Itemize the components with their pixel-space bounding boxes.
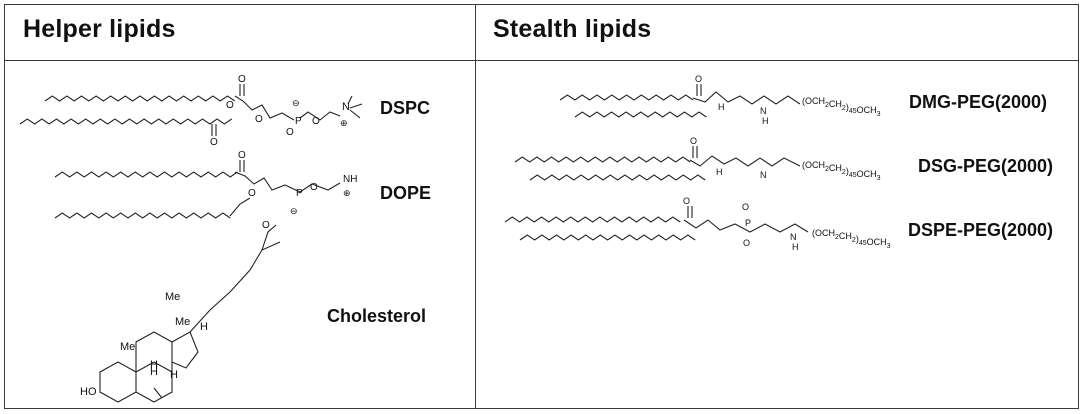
cholesterol-ring-d xyxy=(171,331,199,369)
atom-label: H xyxy=(762,116,769,126)
dmg-linker xyxy=(692,91,801,105)
dspe-chain-2 xyxy=(519,234,696,241)
atom-label: P xyxy=(745,218,751,228)
dope-headgroup xyxy=(234,171,341,193)
atom-label: H xyxy=(200,321,208,333)
atom-label: N xyxy=(760,170,767,180)
cholesterol-double-bond xyxy=(153,387,163,399)
cholesterol-ring-b xyxy=(135,361,173,403)
cholesterol-ring-a xyxy=(99,361,137,403)
atom-label: O xyxy=(742,202,749,212)
dspe-linker xyxy=(683,219,809,233)
dsg-linker xyxy=(689,155,801,167)
atom-label: H xyxy=(718,102,725,112)
atom-label: H xyxy=(150,366,158,378)
dsg-carbonyl-1 xyxy=(692,146,698,158)
atom-label: O xyxy=(312,116,320,127)
atom-label: N xyxy=(760,106,767,116)
dspc-methyls xyxy=(347,95,363,119)
dmg-peg-label: DMG-PEG(2000) xyxy=(909,92,1048,112)
atom-label: HO xyxy=(80,386,97,398)
helper-lipids-header: Helper lipids xyxy=(23,15,176,43)
atom-label: ⊖ xyxy=(290,206,298,216)
stealth-lipids-header: Stealth lipids xyxy=(493,15,652,43)
cholesterol-label: Cholesterol xyxy=(327,306,427,326)
dope-label: DOPE xyxy=(380,183,432,203)
dspc-chain-2 xyxy=(19,118,233,125)
atom-label: O xyxy=(695,74,702,84)
atom-label: Me xyxy=(120,341,135,353)
atom-label: Me xyxy=(165,291,180,303)
header-divider xyxy=(5,60,1078,61)
dspe-carbonyl-1 xyxy=(687,206,693,218)
atom-label: H xyxy=(150,359,158,371)
cholesterol-ring-c xyxy=(135,331,173,372)
atom-label: O xyxy=(210,137,218,148)
dspe-chain-1 xyxy=(504,216,681,223)
atom-label: O xyxy=(238,74,246,85)
dsg-peg-label: DSG-PEG(2000) xyxy=(918,156,1054,176)
dsg-chain-2 xyxy=(529,174,706,181)
atom-label: O xyxy=(683,196,690,206)
atom-label: NH xyxy=(343,174,357,185)
atom-label: H xyxy=(716,167,723,177)
atom-label: O xyxy=(255,114,263,125)
atom-label: Me xyxy=(175,316,190,328)
dspc-label: DSPC xyxy=(380,98,431,118)
atom-label: H xyxy=(792,242,799,252)
column-divider xyxy=(475,5,476,408)
atom-label: O xyxy=(286,127,294,138)
atom-label: ⊕ xyxy=(343,188,351,198)
dsg-chain-1 xyxy=(514,156,691,163)
peg-tail-formula: (OCH2CH2)45OCH3 xyxy=(802,160,881,182)
atom-label: O xyxy=(226,100,234,111)
dope-carbonyl-1 xyxy=(239,160,245,172)
peg-tail-formula: (OCH2CH2)45OCH3 xyxy=(802,96,881,118)
lipid-table: Helper lipids Stealth lipids xyxy=(4,4,1079,409)
atom-label: ⊖ xyxy=(292,98,300,108)
dmg-carbonyl-1 xyxy=(696,84,702,96)
atom-label: N xyxy=(790,232,797,242)
dope-ester-2 xyxy=(229,197,251,217)
dope-chain-1 xyxy=(54,171,238,178)
atom-label: ⊕ xyxy=(340,118,348,128)
atom-label: H xyxy=(170,369,178,381)
dspc-chain-1 xyxy=(44,95,236,102)
atom-label: O xyxy=(310,182,318,193)
atom-label: O xyxy=(248,188,256,199)
dspc-headgroup xyxy=(234,95,341,121)
dspc-carbonyl-2 xyxy=(211,124,217,136)
dmg-chain-2 xyxy=(574,111,707,118)
dope-chain-2 xyxy=(54,212,231,219)
peg-tail-formula: (OCH2CH2)45OCH3 xyxy=(812,228,891,250)
atom-label: O xyxy=(262,220,270,231)
dspc-carbonyl-1 xyxy=(239,84,245,96)
dspe-peg-label: DSPE-PEG(2000) xyxy=(908,220,1054,240)
atom-label: O xyxy=(238,150,246,161)
atom-label: O xyxy=(690,136,697,146)
atom-label: N xyxy=(342,101,350,113)
atom-label: O xyxy=(743,238,750,248)
cholesterol-isopropyl xyxy=(261,224,277,251)
atom-label: P xyxy=(295,116,302,127)
cholesterol-side-chain xyxy=(189,241,281,333)
dmg-chain-1 xyxy=(559,94,694,101)
atom-label: P xyxy=(296,188,303,199)
